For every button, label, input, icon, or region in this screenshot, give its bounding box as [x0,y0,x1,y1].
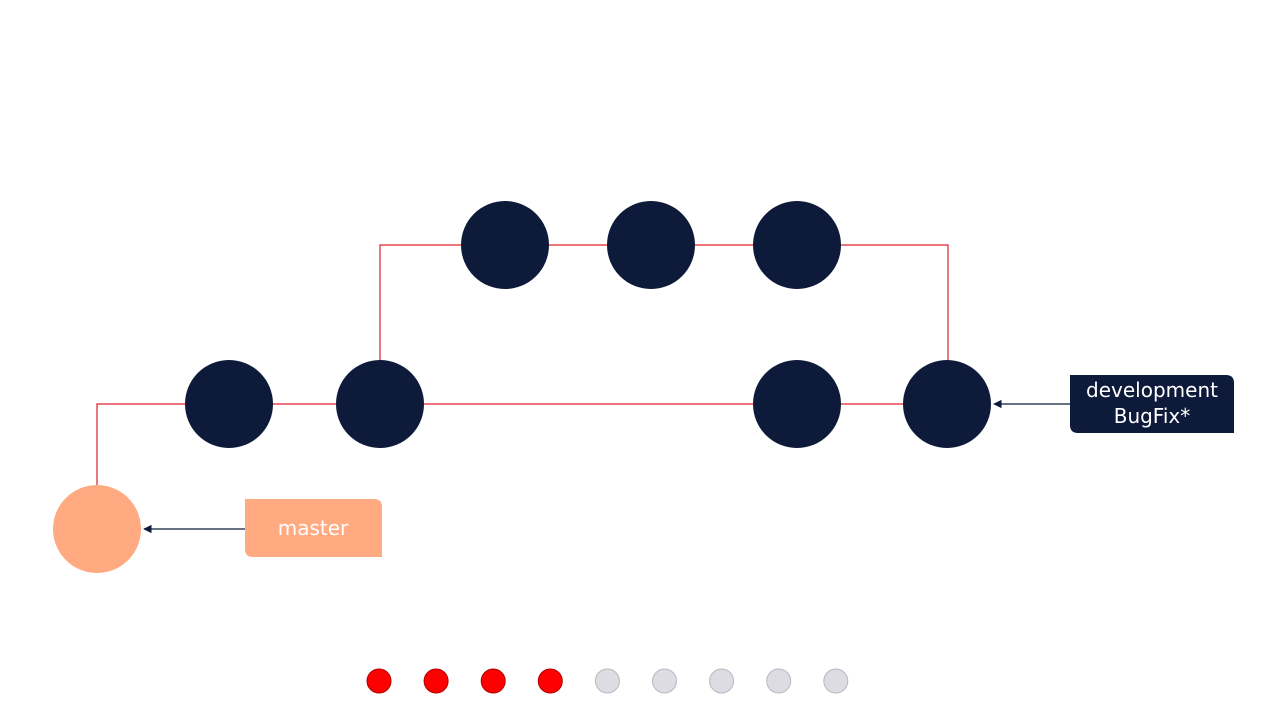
progress-dot-completed [366,668,392,694]
master-label-text: master [278,516,349,540]
progress-dot-completed [480,668,506,694]
development-label-text: development [1086,378,1218,402]
progress-dots [366,668,849,694]
progress-dot-pending [709,668,735,694]
progress-dot-pending [652,668,677,694]
commit-node [336,360,424,448]
development-branch-label: development BugFix* [1070,375,1234,433]
commit-node [753,360,841,448]
commit-node [753,201,841,289]
development-label-box [1070,375,1234,433]
commits [53,201,991,573]
commit-node [185,360,273,448]
commit-node-head [903,360,991,448]
commit-node [607,201,695,289]
master-label-box [245,499,382,557]
progress-dot-pending [766,668,792,694]
master-branch-label: master [245,499,382,557]
master-to-development-line [96,403,185,485]
bugfix-label-text: BugFix* [1114,404,1191,428]
commit-node [461,201,549,289]
progress-dot-completed [423,668,449,694]
progress-dot-pending [823,668,849,694]
progress-dot-completed [537,668,563,694]
progress-dot-pending [594,668,620,694]
master-commit-node [53,485,141,573]
